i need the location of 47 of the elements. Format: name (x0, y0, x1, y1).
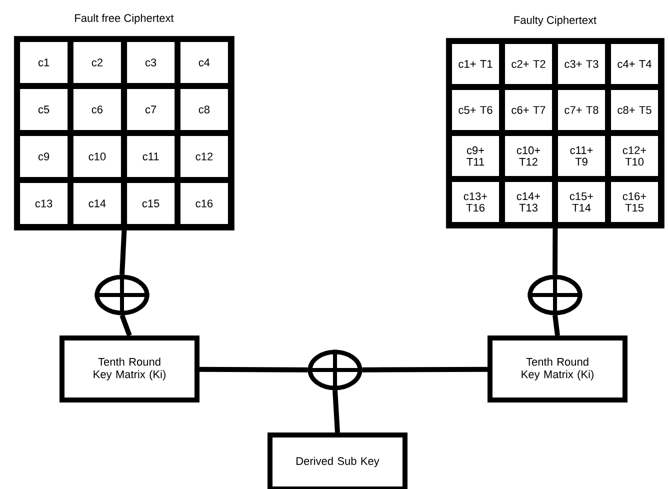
grid-title: Fault free Ciphertext (75, 14, 174, 24)
connector-line (552, 314, 560, 336)
grid-cell: c2 (73, 42, 121, 83)
grid-cell: c5 (20, 89, 68, 130)
connector-line (200, 366, 308, 372)
connector-line (332, 390, 340, 433)
grid-cell: c9 (20, 136, 68, 177)
grid-cell: c6+ T7 (505, 90, 552, 130)
grid-cell: c4+ T4 (611, 44, 658, 84)
grid-cell: c16+ T15 (611, 182, 658, 222)
grid-cell: c2+ T2 (505, 44, 552, 84)
grid-cell: c5+ T6 (452, 90, 499, 130)
grid-cell: c4 (180, 42, 228, 83)
grid-cell: c14+ T13 (505, 182, 552, 222)
grid-cell: c8+ T5 (611, 90, 658, 130)
xor-symbol (306, 348, 364, 392)
connector-line (362, 366, 488, 372)
connector-line (120, 230, 127, 275)
grid-cell: c8 (180, 89, 228, 130)
grid-cell: c3 (127, 42, 175, 83)
grid-cell: c16 (180, 183, 228, 224)
grid-cell: c6 (73, 89, 121, 130)
grid-cell: c11 (127, 136, 175, 177)
grid-cell: c11+ T9 (558, 136, 605, 176)
grid-cell: c10 (73, 136, 121, 177)
connector-line (552, 228, 558, 275)
grid-cell: c12+ T10 (611, 136, 658, 176)
grid-cell: c15+ T14 (558, 182, 605, 222)
grid-cell: c1+ T1 (452, 44, 499, 84)
grid-cell: c14 (73, 183, 121, 224)
grid-cell: c7+ T8 (558, 90, 605, 130)
grid-cell: c1 (20, 42, 68, 83)
grid-cell: c9+ T11 (452, 136, 499, 176)
grid-cell: c12 (180, 136, 228, 177)
grid-cell: c13 (20, 183, 68, 224)
key-box: Derived Sub Key (268, 432, 408, 489)
key-box: Tenth Round Key Matrix (Ki) (488, 336, 628, 402)
key-box: Tenth Round Key Matrix (Ki) (60, 336, 200, 402)
xor-symbol (526, 272, 584, 318)
connector-line (120, 314, 132, 336)
grid-cell: c10+ T12 (505, 136, 552, 176)
grid-title: Faulty Ciphertext (514, 16, 596, 26)
grid-cell: c7 (127, 89, 175, 130)
grid-cell: c15 (127, 183, 175, 224)
xor-symbol (92, 272, 152, 318)
grid-cell: c3+ T3 (558, 44, 605, 84)
grid-cell: c13+ T16 (452, 182, 499, 222)
